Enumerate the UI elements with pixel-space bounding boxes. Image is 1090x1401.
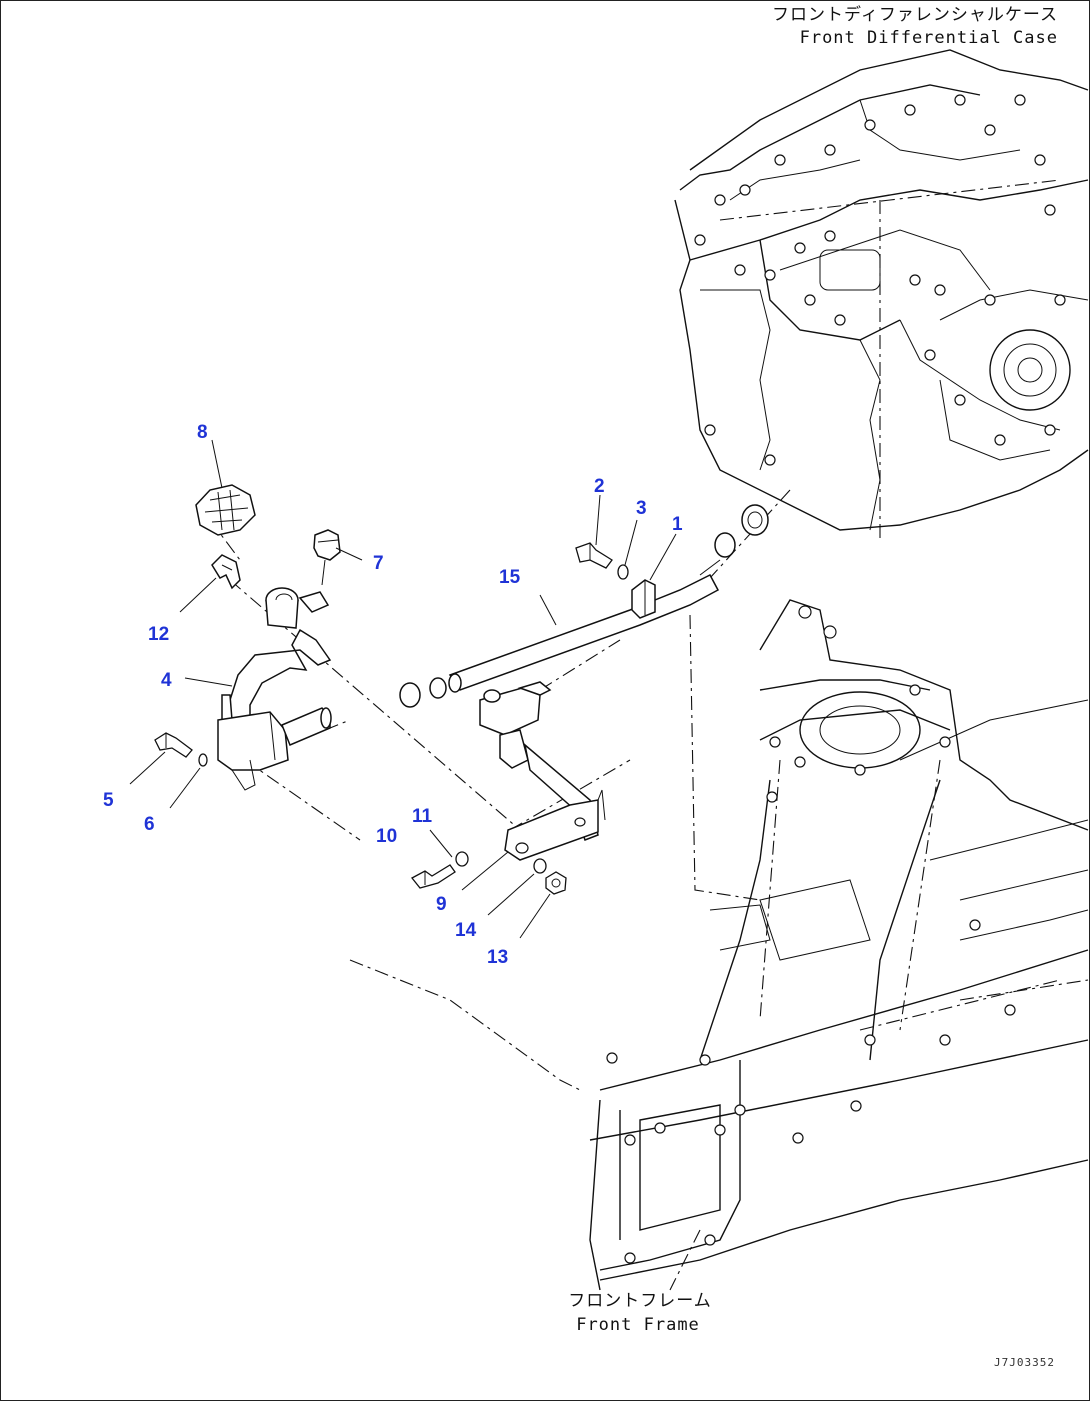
- frame-bolts: [606, 605, 1016, 1264]
- front-frame: [589, 599, 1089, 1291]
- filler-neck: [265, 587, 330, 629]
- callout-3[interactable]: 3: [636, 498, 647, 519]
- differential-case-label-en: Front Differential Case: [800, 28, 1058, 48]
- callout-5[interactable]: 5: [103, 790, 114, 811]
- callout-1[interactable]: 1: [672, 514, 683, 535]
- callout-10[interactable]: 10: [376, 826, 397, 847]
- washer-14: [533, 858, 547, 874]
- filler-cap-8: [195, 484, 256, 536]
- hose-15: [399, 504, 769, 708]
- clamp-1: [631, 579, 656, 619]
- washer-11: [455, 851, 469, 867]
- callout-9[interactable]: 9: [436, 894, 447, 915]
- callout-8[interactable]: 8: [197, 422, 208, 443]
- nut-13: [545, 871, 567, 895]
- callout-14[interactable]: 14: [455, 920, 477, 941]
- front-frame-label-jp: フロントフレーム: [568, 1291, 712, 1311]
- washer-3: [617, 564, 629, 580]
- washer-6: [198, 753, 208, 767]
- drawing-id: J7J03352: [994, 1356, 1055, 1369]
- callout-2[interactable]: 2: [594, 476, 605, 497]
- callout-12[interactable]: 12: [148, 624, 169, 645]
- u-bolt-12: [211, 554, 241, 590]
- bolt-10: [411, 864, 456, 889]
- bolt-2: [575, 542, 613, 569]
- callout-4[interactable]: 4: [161, 670, 172, 691]
- front-differential-case: [674, 49, 1089, 540]
- callout-7[interactable]: 7: [373, 553, 384, 574]
- case-bolts: [694, 94, 1066, 466]
- leader-lines: [129, 439, 677, 939]
- callout-6[interactable]: 6: [144, 814, 155, 835]
- bracket-9: [479, 681, 606, 861]
- callouts: 1 2 3 4 5 6 7 8 9 10 11 12 13 14 15: [103, 422, 683, 968]
- filler-tube-4: [217, 628, 332, 791]
- front-frame-label-en: Front Frame: [576, 1315, 700, 1335]
- differential-case-label-jp: フロントディファレンシャルケース: [772, 4, 1058, 25]
- callout-11[interactable]: 11: [412, 806, 433, 827]
- callout-15[interactable]: 15: [499, 567, 521, 588]
- breather-7: [313, 529, 341, 586]
- callout-13[interactable]: 13: [487, 947, 508, 968]
- bolt-5: [154, 732, 193, 758]
